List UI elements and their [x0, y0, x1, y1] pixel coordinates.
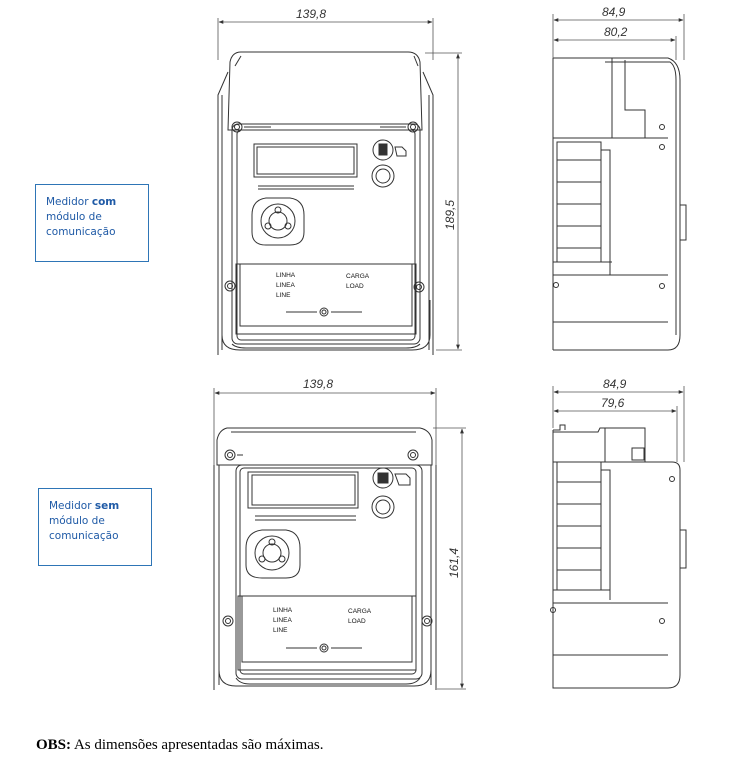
- note-observation: OBS: As dimensões apresentadas são máxim…: [36, 737, 323, 754]
- callout-with-line3: comunicação: [46, 226, 116, 238]
- label-linha: LINHA: [276, 272, 296, 279]
- note-label: OBS:: [36, 737, 72, 753]
- dim-top-side-inner: 80,2: [604, 25, 628, 39]
- label-line: LINE: [273, 627, 288, 634]
- label-linea: LINEA: [276, 282, 295, 289]
- label-carga: CARGA: [346, 273, 370, 280]
- label-carga: CARGA: [348, 608, 372, 615]
- callout-without-bold: sem: [94, 500, 120, 512]
- dim-bottom-side-inner: 79,6: [601, 396, 625, 410]
- callout-without-line3: comunicação: [49, 530, 119, 542]
- dim-bottom-front-width: 139,8: [303, 377, 333, 391]
- callout-with-line2: módulo de: [46, 211, 102, 223]
- top-side-dimensions: [552, 14, 685, 60]
- bottom-front-dimensions: [213, 388, 466, 690]
- bottom-side-view: [550, 424, 687, 689]
- top-front-dimensions: [217, 18, 462, 351]
- dim-top-front-height: 189,5: [443, 200, 457, 230]
- dim-bottom-side-outer: 84,9: [603, 377, 627, 391]
- note-text: As dimensões apresentadas são máximas.: [71, 737, 324, 753]
- label-load: LOAD: [348, 618, 366, 625]
- callout-with-line1: Medidor com: [46, 196, 117, 208]
- label-linea: LINEA: [273, 617, 292, 624]
- label-load: LOAD: [346, 283, 364, 290]
- callout-without-module: Medidor sem módulo de comunicação: [38, 488, 152, 566]
- label-line: LINE: [276, 292, 291, 299]
- top-front-view: [217, 51, 434, 355]
- dim-bottom-front-height: 161,4: [447, 548, 461, 578]
- callout-without-line1: Medidor sem: [49, 500, 120, 512]
- dim-top-side-outer: 84,9: [602, 5, 626, 19]
- top-front-terminal-labels: LINHA LINEA LINE CARGA LOAD: [276, 272, 370, 299]
- top-side-view: [552, 57, 687, 351]
- callout-with-module: Medidor com módulo de comunicação: [35, 184, 149, 262]
- dim-top-front-width: 139,8: [296, 7, 326, 21]
- bottom-side-dimensions: [552, 386, 685, 462]
- bottom-front-terminal-labels: LINHA LINEA LINE CARGA LOAD: [273, 607, 372, 634]
- callout-with-bold: com: [91, 196, 117, 208]
- bottom-front-view: [213, 427, 437, 690]
- label-linha: LINHA: [273, 607, 293, 614]
- callout-without-line2: módulo de: [49, 515, 105, 527]
